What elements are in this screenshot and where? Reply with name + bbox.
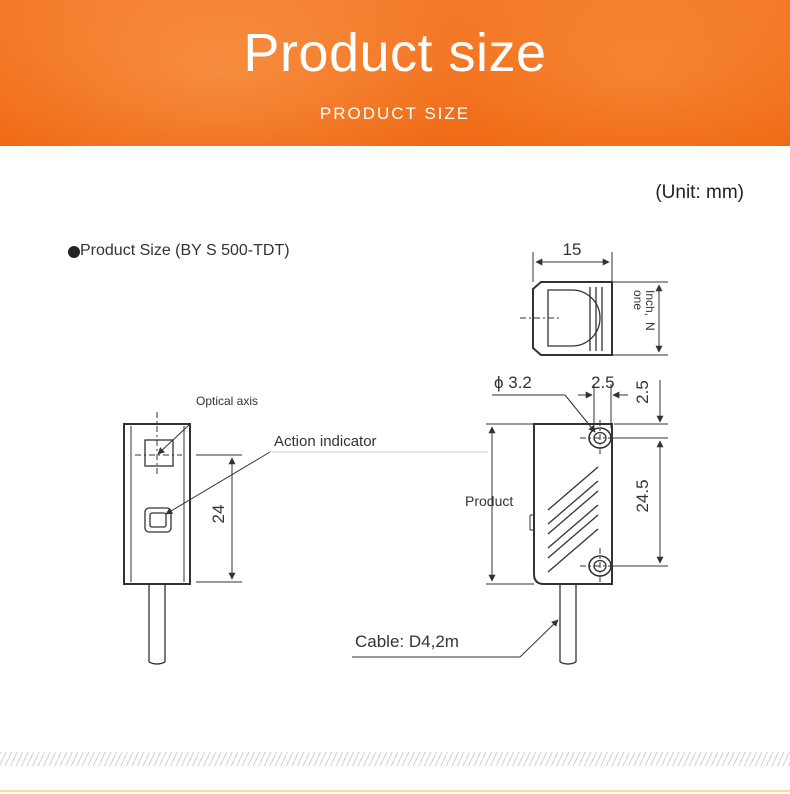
bullet-icon (68, 246, 80, 258)
product-size-label: Product Size (BY S 500-TDT) (80, 242, 290, 259)
banner-subtitle: PRODUCT SIZE (319, 104, 471, 123)
header-banner: Product size PRODUCT SIZE (0, 0, 790, 146)
product-label: Product (465, 493, 513, 509)
product-size-heading: Product Size (BY S 500-TDT) (68, 242, 290, 260)
inch-note: Inch, (643, 290, 657, 316)
optical-axis-label: Optical axis (196, 394, 258, 408)
optical-window (144, 439, 174, 467)
top-view-body (520, 281, 613, 356)
banner-title: Product size (243, 23, 547, 83)
unit-label: (Unit: mm) (655, 182, 744, 203)
one-note: one (631, 290, 645, 310)
footer-divider (0, 752, 790, 766)
footer-line (0, 790, 790, 792)
action-indicator-led (144, 507, 172, 533)
action-indicator-label: Action indicator (274, 433, 377, 450)
dim-24-5-label: 24.5 (633, 479, 652, 512)
dim-2-5-horizontal-label: 2.5 (591, 373, 615, 392)
dim-24-label: 24 (209, 505, 228, 524)
n-note: N (643, 322, 657, 331)
cable-label: Cable: D4,2m (355, 632, 459, 651)
dim-15-label: 15 (563, 240, 582, 259)
dim-2-5-vertical-label: 2.5 (633, 380, 652, 404)
left-sensor-body (123, 423, 191, 585)
dim-phi-label: ϕ 3.2 (494, 373, 532, 392)
